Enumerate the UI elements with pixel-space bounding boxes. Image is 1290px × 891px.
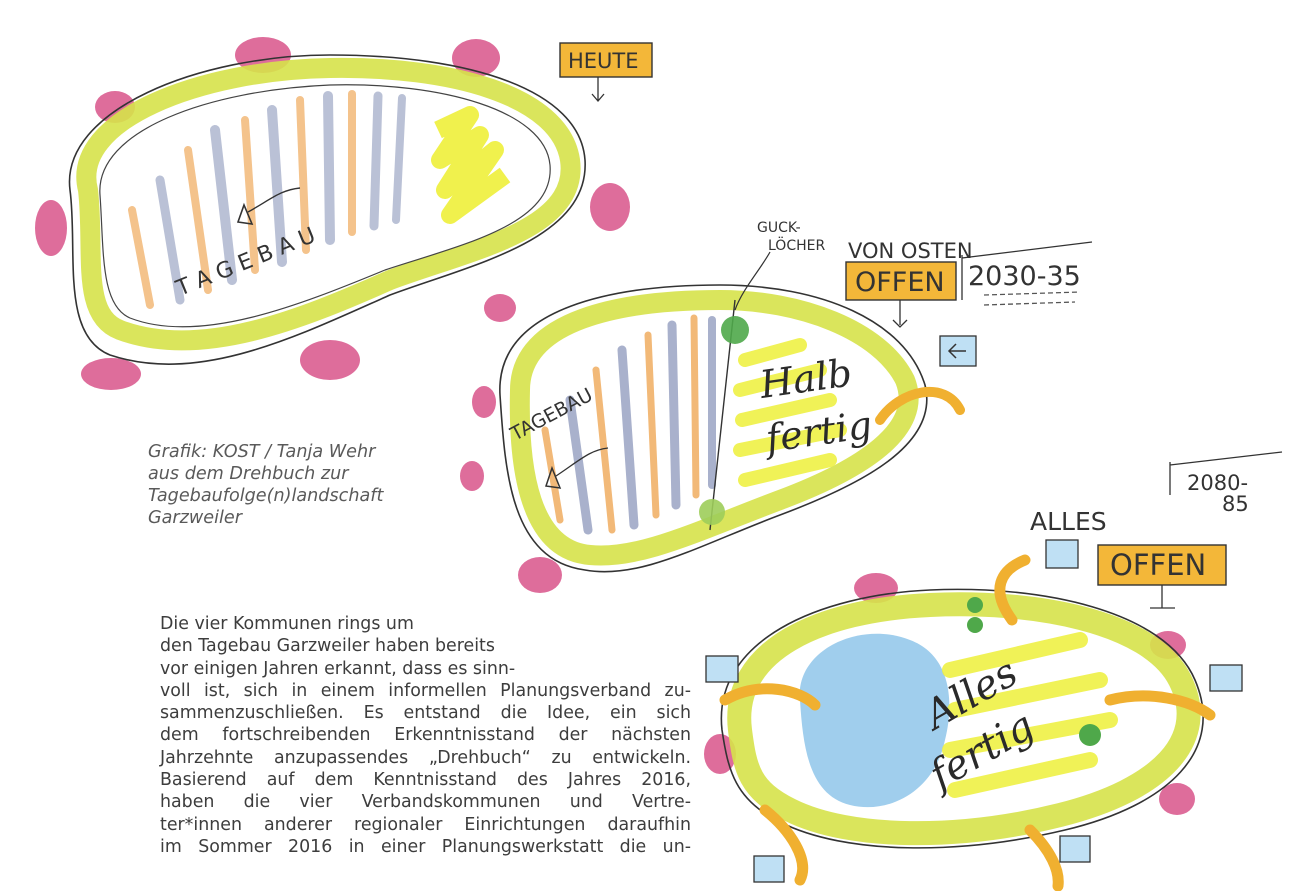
- caption-line: aus dem Drehbuch zur: [148, 463, 388, 485]
- sketch-halb-fertig: TAGEBAU Halb fertig GUCK- LÖCHER VON OST…: [460, 220, 1092, 593]
- direction-sign-icon: [754, 856, 784, 882]
- body-line: Die vier Kommunen rings um: [160, 613, 690, 635]
- year-scribble: [984, 292, 1080, 305]
- label-offen: OFFEN: [855, 267, 945, 298]
- pink-blob: [472, 386, 496, 418]
- offen-sign-post: [893, 300, 907, 327]
- mine-streaks-mid: [545, 318, 712, 530]
- label-tagebau-top: T A G E B A U: [172, 223, 319, 302]
- label-guck-1: GUCK-: [757, 220, 801, 236]
- mine-streaks: [132, 94, 402, 305]
- body-line: im Sommer 2016 in einer Planungswerkstat…: [160, 836, 691, 858]
- caption-line: Garzweiler: [148, 507, 388, 529]
- label-alles: ALLES: [1030, 507, 1107, 536]
- pink-blob: [484, 294, 516, 322]
- pink-blob: [590, 183, 630, 231]
- label-von-osten: VON OSTEN: [848, 239, 973, 263]
- offen-sign-2-post: [1150, 585, 1175, 608]
- body-line: ter*innen anderer regionaler Einrichtung…: [160, 814, 691, 836]
- caption-line: Tagebaufolge(n)landschaft: [148, 485, 388, 507]
- label-heute: HEUTE: [568, 49, 639, 73]
- direction-sign-icon: [1046, 540, 1078, 568]
- direction-sign-icon: [1060, 836, 1090, 862]
- label-guck-2: LÖCHER: [768, 236, 825, 254]
- tree-icon: [721, 316, 749, 344]
- tree-icon: [699, 499, 725, 525]
- caption-line: Grafik: KOST / Tanja Wehr: [148, 441, 388, 463]
- pink-blob: [460, 461, 484, 491]
- tree-icon: [1079, 724, 1101, 746]
- pink-blob: [300, 340, 360, 380]
- body-paragraph: Die vier Kommunen rings um den Tagebau G…: [160, 613, 690, 858]
- tree-icon: [967, 597, 983, 613]
- tree-icon: [967, 617, 983, 633]
- body-line: Jahrzehnte anzupassendes „Drehbuch“ zu e…: [160, 747, 691, 769]
- label-offen-2: OFFEN: [1110, 548, 1206, 582]
- orange-arc: [1030, 830, 1058, 886]
- pink-blob: [81, 358, 141, 390]
- label-year-2b: 85: [1222, 492, 1249, 516]
- body-line: Basierend auf dem Kenntnisstand des Jahr…: [160, 769, 691, 791]
- direction-sign-icon: [1210, 665, 1242, 691]
- lake: [800, 634, 950, 807]
- pink-blob: [35, 200, 67, 256]
- yellow-zigzag: [438, 115, 505, 215]
- pink-blob: [518, 557, 562, 593]
- orange-arc: [880, 392, 960, 420]
- body-line: vor einigen Jahren erkannt, dass es sinn…: [160, 658, 690, 680]
- body-line: den Tagebau Garzweiler haben bereits: [160, 635, 690, 657]
- label-year-1: 2030-35: [968, 261, 1081, 292]
- body-line: voll ist, sich in einem informellen Plan…: [160, 680, 691, 702]
- body-line: haben die vier Verbandskommunen und Vert…: [160, 791, 691, 813]
- figure-caption: Grafik: KOST / Tanja Wehr aus dem Drehbu…: [148, 441, 388, 529]
- body-line: dem fortschreibenden Erkenntnisstand der…: [160, 724, 691, 746]
- sketch-alles-fertig: Alles fertig ALLES OFFEN 2080- 85: [704, 452, 1282, 886]
- body-line: sammenzuschließen. Es entstand die Idee,…: [160, 702, 691, 724]
- direction-sign-icon: [706, 656, 738, 682]
- heute-sign-post: [592, 77, 604, 101]
